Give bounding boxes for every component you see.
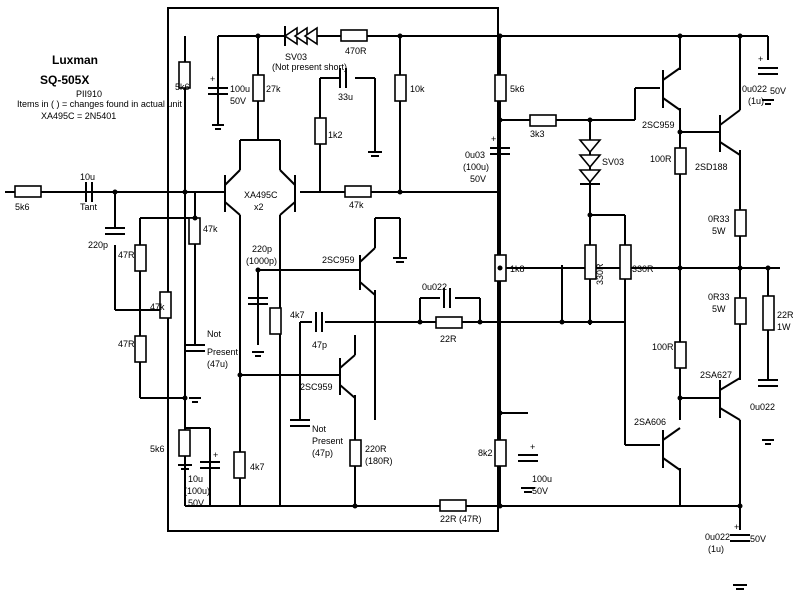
component-labels: 5k6 10u Tant 220p 47R 47R 47k 5k6 5k6 47… xyxy=(15,46,794,554)
label-3k3: 3k3 xyxy=(530,129,545,139)
label-xa495c: XA495C xyxy=(244,190,278,200)
label-8k2: 8k2 xyxy=(478,448,493,458)
label-50v-b: 50V xyxy=(750,534,766,544)
svg-text:+: + xyxy=(213,450,218,460)
label-sv03-top-note: (Not present short) xyxy=(272,62,347,72)
label-2sd188: 2SD188 xyxy=(695,162,728,172)
label-c-in2: Tant xyxy=(80,202,98,212)
svg-text:+: + xyxy=(530,442,535,452)
transistors xyxy=(224,67,741,471)
label-0r33-a-w: 5W xyxy=(712,226,726,236)
label-10k: 10k xyxy=(410,84,425,94)
label-2sa606: 2SA606 xyxy=(634,417,666,427)
label-2sc959-b: 2SC959 xyxy=(300,382,333,392)
polarity-marks: + + + + + + xyxy=(210,54,763,532)
label-pot-330r: 330R xyxy=(595,263,605,285)
capacitors xyxy=(85,67,778,542)
label-r-in: 5k6 xyxy=(15,202,30,212)
label-1k8: 1k8 xyxy=(510,264,525,274)
label-2sa627: 2SA627 xyxy=(700,370,732,380)
label-np-b1: Not xyxy=(312,424,327,434)
label-10u-b: 10u xyxy=(188,474,203,484)
title: Luxman xyxy=(52,53,98,67)
label-0u022-mid: 0u022 xyxy=(422,282,447,292)
title-block: Luxman SQ-505X PII910 Items in ( ) = cha… xyxy=(17,53,182,121)
label-220p-b2: (1000p) xyxy=(246,256,277,266)
label-47r-b: 47R xyxy=(118,339,135,349)
diodes xyxy=(283,26,602,185)
label-c-in: 10u xyxy=(80,172,95,182)
label-1k2: 1k2 xyxy=(328,130,343,140)
label-330r: 330R xyxy=(632,264,654,274)
label-0u022-c: 0u022 xyxy=(705,532,730,542)
label-0r33-b-w: 5W xyxy=(712,304,726,314)
equivalence: XA495C = 2N5401 xyxy=(41,111,116,121)
svg-text:+: + xyxy=(758,54,763,64)
label-0u03: 0u03 xyxy=(465,150,485,160)
label-4k7-b: 4k7 xyxy=(250,462,265,472)
label-100u-top: 100u xyxy=(230,84,250,94)
label-np-b2: Present xyxy=(312,436,344,446)
note: Items in ( ) = changes found in actual u… xyxy=(17,99,182,109)
label-0u022-a: 0u022 xyxy=(742,84,767,94)
model-number: SQ-505X xyxy=(40,73,89,87)
label-0u022-a2: (1u) xyxy=(748,96,764,106)
label-0r33-b: 0R33 xyxy=(708,292,730,302)
label-220p-b: 220p xyxy=(252,244,272,254)
label-47k-fb: 47k xyxy=(349,200,364,210)
label-10u-b2: (100u) xyxy=(184,486,210,496)
label-sv03-mid: SV03 xyxy=(602,157,624,167)
label-470r: 470R xyxy=(345,46,367,56)
label-np1: Not xyxy=(207,329,222,339)
label-5k6-c: 5k6 xyxy=(510,84,525,94)
label-100r-b: 100R xyxy=(652,342,674,352)
label-33u: 33u xyxy=(338,92,353,102)
label-100r-a: 100R xyxy=(650,154,672,164)
label-4k7-a: 4k7 xyxy=(290,310,305,320)
label-220r: 220R xyxy=(365,444,387,454)
label-100u-top-v: 50V xyxy=(230,96,246,106)
label-0u022-c2: (1u) xyxy=(708,544,724,554)
label-47r-a: 47R xyxy=(118,250,135,260)
grounds xyxy=(178,99,774,590)
label-0u03-b: (100u) xyxy=(463,162,489,172)
label-47p: 47p xyxy=(312,340,327,350)
label-220r-b: (180R) xyxy=(365,456,393,466)
label-2sc959-c: 2SC959 xyxy=(642,120,675,130)
label-47k-bias: 47k xyxy=(203,224,218,234)
junctions xyxy=(112,33,771,509)
label-xa495c-n: x2 xyxy=(254,202,264,212)
label-5k6-bot: 5k6 xyxy=(150,444,165,454)
svg-text:+: + xyxy=(734,522,739,532)
label-22r-1w: 22R xyxy=(777,310,794,320)
svg-text:+: + xyxy=(491,134,496,144)
label-22r-mid: 22R xyxy=(440,334,457,344)
label-27k: 27k xyxy=(266,84,281,94)
svg-text:+: + xyxy=(210,74,215,84)
label-50v-a: 50V xyxy=(770,86,786,96)
reference: PII910 xyxy=(76,89,102,99)
label-100u-b-v: 50V xyxy=(532,486,548,496)
label-0r33-a: 0R33 xyxy=(708,214,730,224)
label-0u03-v: 50V xyxy=(470,174,486,184)
label-sv03-top: SV03 xyxy=(285,52,307,62)
label-2sc959-a: 2SC959 xyxy=(322,255,355,265)
label-22r-47r: 22R (47R) xyxy=(440,514,482,524)
resistors xyxy=(14,29,775,512)
label-np2: Present xyxy=(207,347,239,357)
label-22r-1w-b: 1W xyxy=(777,322,791,332)
label-5k6-top: 5k6 xyxy=(175,82,190,92)
label-c-220p: 220p xyxy=(88,240,108,250)
label-np-b3: (47p) xyxy=(312,448,333,458)
label-10u-b3: 50V xyxy=(188,498,204,508)
label-0u022-b: 0u022 xyxy=(750,402,775,412)
label-np3: (47u) xyxy=(207,359,228,369)
label-100u-b: 100u xyxy=(532,474,552,484)
label-pot-47k: 47k xyxy=(150,302,165,312)
